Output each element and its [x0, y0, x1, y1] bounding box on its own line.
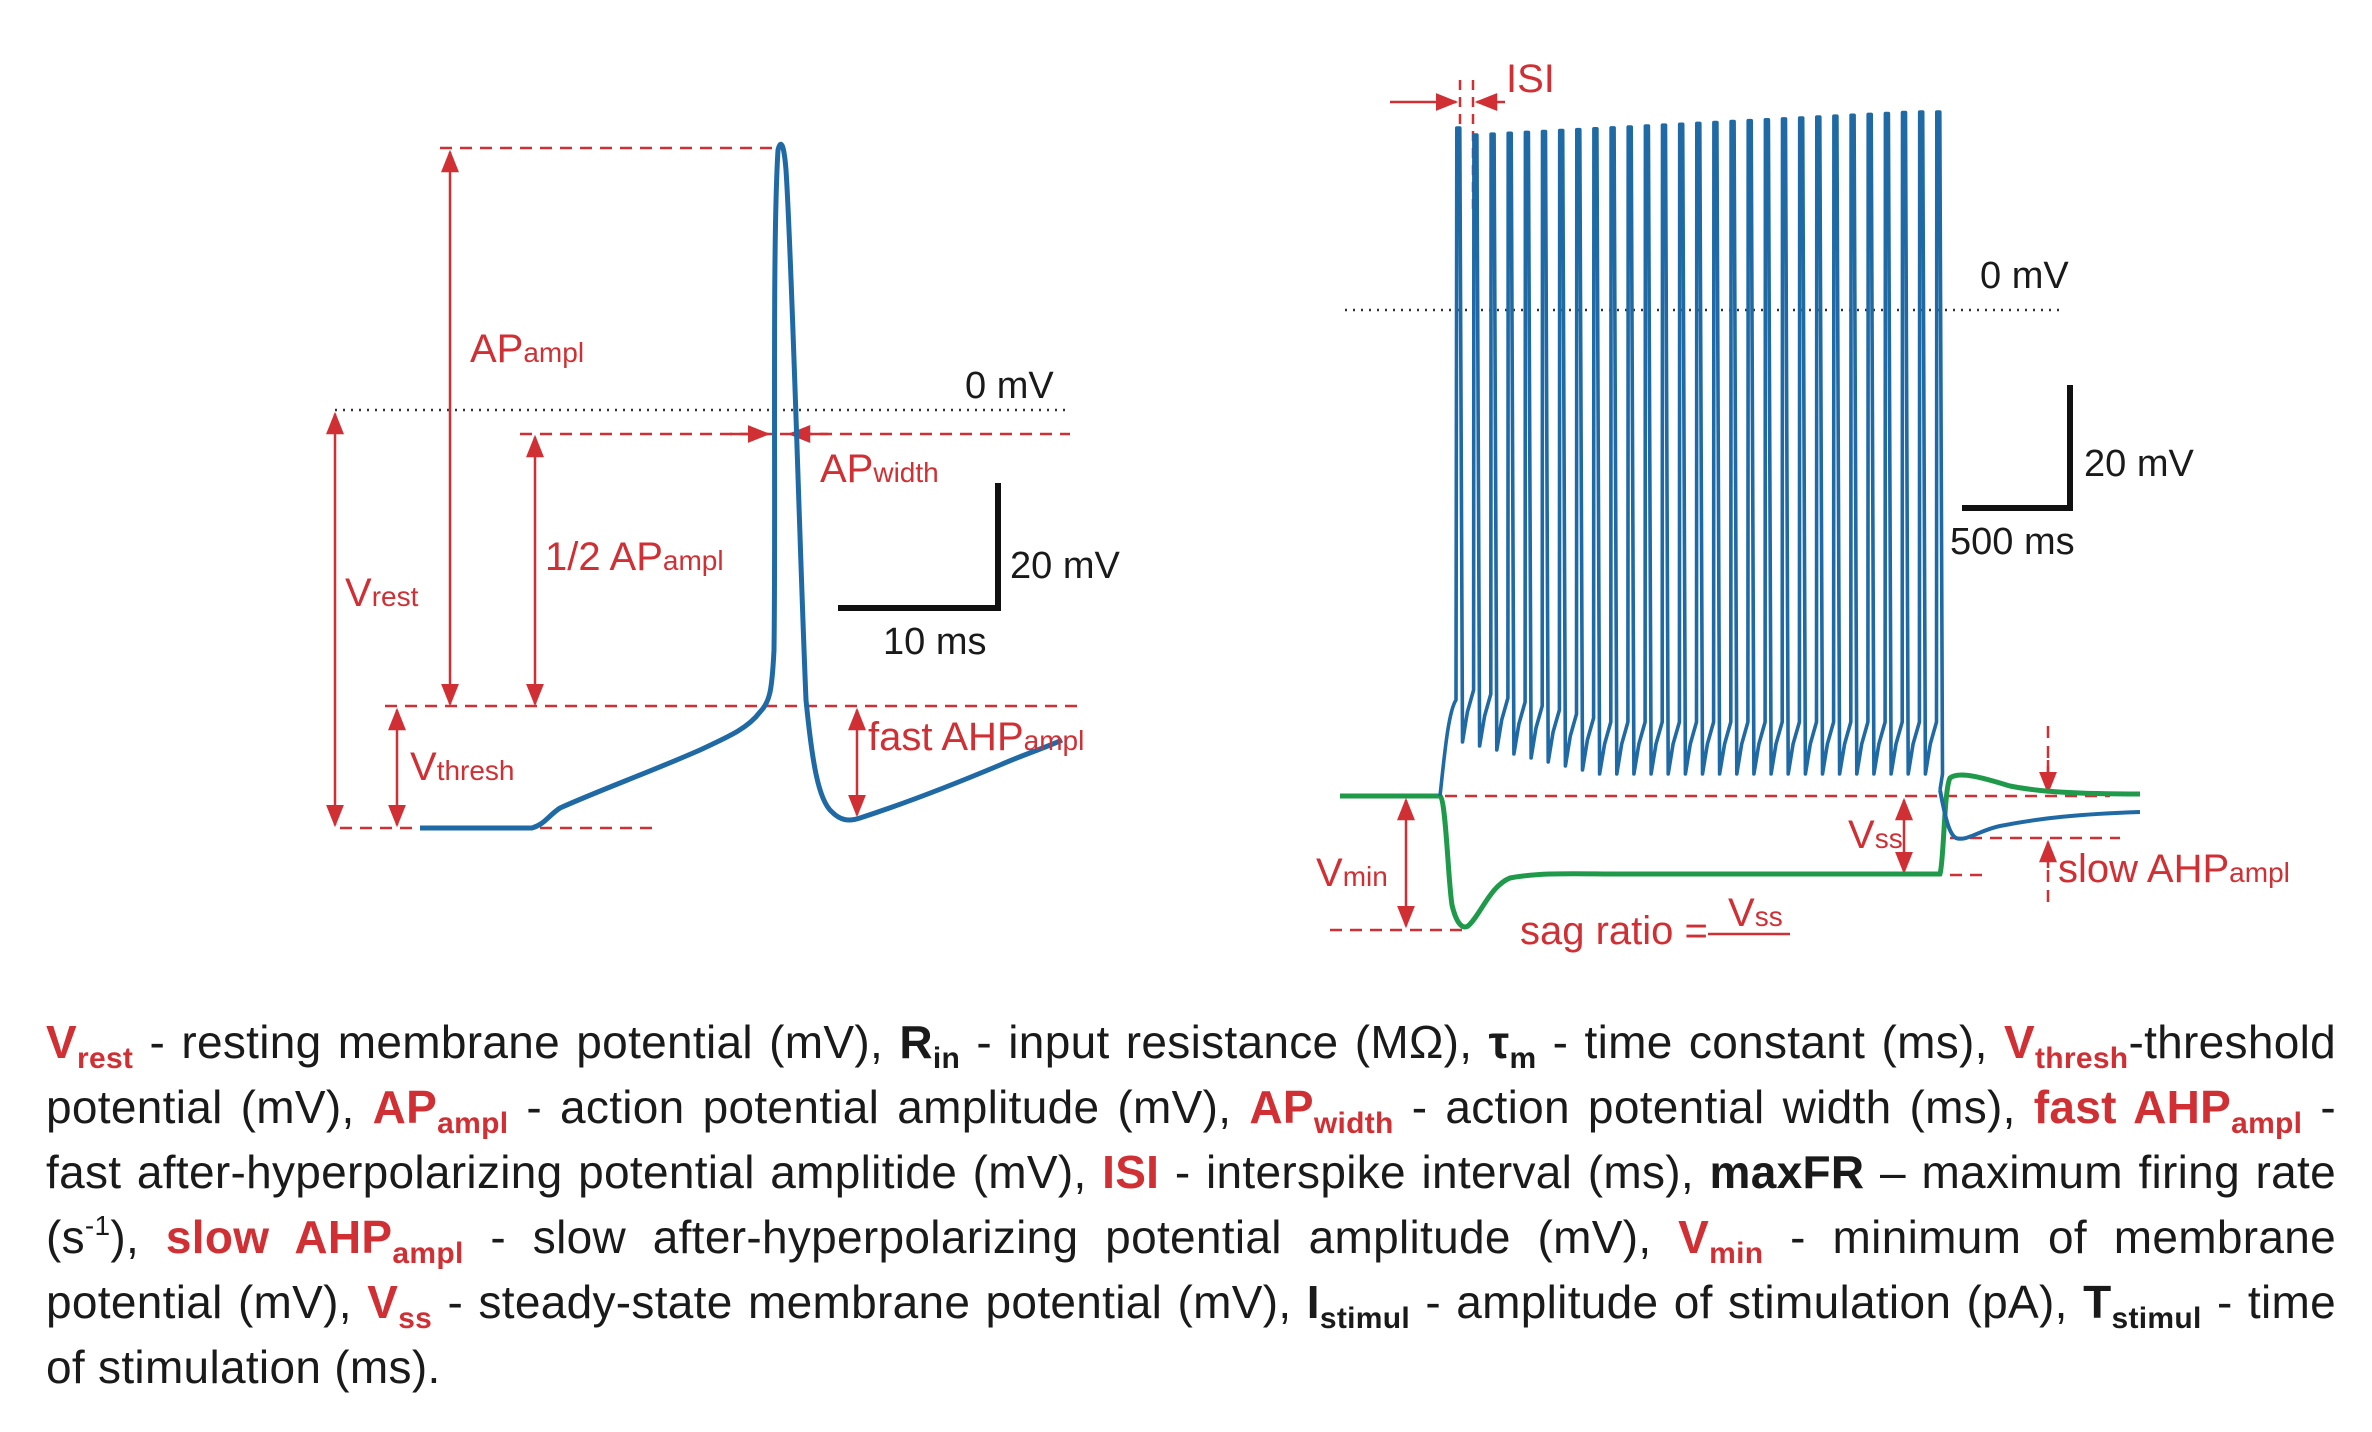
legend-text: - interspike interval (ms), [1159, 1146, 1710, 1198]
right-guide-lines [1330, 726, 2120, 932]
sag-ratio-numerator: Vss [1728, 891, 1783, 935]
isi-label: ISI [1506, 57, 1555, 101]
legend-term: APwidth [1249, 1081, 1394, 1140]
zero-mv-label: 0 mV [965, 365, 1054, 407]
legend-text: - time of stimulation (ms). [46, 1276, 2337, 1393]
spike-train-trace [1438, 110, 1945, 797]
legend-term: APampl [372, 1081, 509, 1140]
scale-bar [838, 483, 1001, 611]
sag-ratio-label: sag ratio = [1520, 909, 1708, 953]
v-min-label: Vmin [1316, 851, 1388, 895]
legend-term: Rin [899, 1016, 961, 1075]
legend-text: – maximum firing rate (s-1), [46, 1146, 2336, 1263]
half-ap-ampl-label: 1/2 APampl [545, 535, 724, 579]
zero-mv-label-right: 0 mV [1980, 255, 2069, 297]
scale-time-label-right: 500 ms [1950, 521, 2075, 563]
scale-bar-right [1962, 385, 2073, 511]
legend-term: Vthresh [2003, 1016, 2129, 1075]
legend-term: fast AHPampl [2033, 1081, 2303, 1140]
legend-text: - fast after-hyperpolarizing potential a… [46, 1081, 2336, 1198]
v-thresh-label: Vthresh [410, 745, 515, 789]
legend-term: maxFR [1709, 1146, 1865, 1198]
isi-marker [1390, 80, 1505, 210]
legend-term: Istimul [1306, 1276, 1410, 1335]
legend-term: slow AHPampl [165, 1211, 464, 1270]
fast-ahp-ampl-label: fast AHPampl [868, 715, 1084, 759]
scale-time-label: 10 ms [883, 621, 986, 663]
slow-ahp-ampl-label: slow AHPampl [2058, 847, 2290, 891]
scale-voltage-label: 20 mV [1010, 545, 1120, 587]
legend-text: - input resistance (MΩ), [960, 1016, 1489, 1068]
scale-voltage-label-right: 20 mV [2084, 443, 2194, 485]
legend-text: - minimum of membrane potential (mV), [46, 1211, 2336, 1328]
single-ap-panel: 0 mV 20 mV 10 ms APampl APwidth 1/2 APam… [326, 141, 1120, 831]
figure: 0 mV 20 mV 10 ms APampl APwidth 1/2 APam… [326, 57, 2290, 953]
legend-text: -threshold potential (mV), [46, 1016, 2337, 1133]
parameter-legend: Vrest - resting membrane potential (mV),… [46, 1010, 2336, 1400]
v-rest-label: Vrest [345, 571, 419, 615]
legend-text: - steady-state membrane potential (mV), [432, 1276, 1307, 1328]
measure-arrows [326, 149, 866, 828]
legend-term: Vss [367, 1276, 433, 1335]
legend-text: - time constant (ms), [1536, 1016, 2004, 1068]
legend-text: - slow after-hyperpolarizing potential a… [463, 1211, 1679, 1263]
ap-width-label: APwidth [820, 447, 939, 491]
legend-text: - action potential amplitude (mV), [508, 1081, 1250, 1133]
legend-term: Tstimul [2083, 1276, 2202, 1335]
legend-text: - resting membrane potential (mV), [133, 1016, 900, 1068]
hyperpolarization-trace [1340, 772, 2141, 930]
legend-text: - action potential width (ms), [1393, 1081, 2034, 1133]
legend-term: Vmin [1678, 1211, 1764, 1270]
v-ss-label: Vss [1848, 813, 1903, 857]
ap-trace [420, 141, 1064, 831]
right-measure-arrows [1397, 760, 2057, 929]
slow-ahp-trace [1938, 789, 2141, 841]
legend-term: ISI [1102, 1146, 1160, 1198]
legend-term: τm [1488, 1016, 1537, 1075]
spike-train-panel: 0 mV ISI [1316, 57, 2290, 953]
legend-text: - amplitude of stimulation (pA), [1410, 1276, 2084, 1328]
legend-term: Vrest [46, 1016, 134, 1075]
ap-ampl-label: APampl [470, 327, 584, 371]
